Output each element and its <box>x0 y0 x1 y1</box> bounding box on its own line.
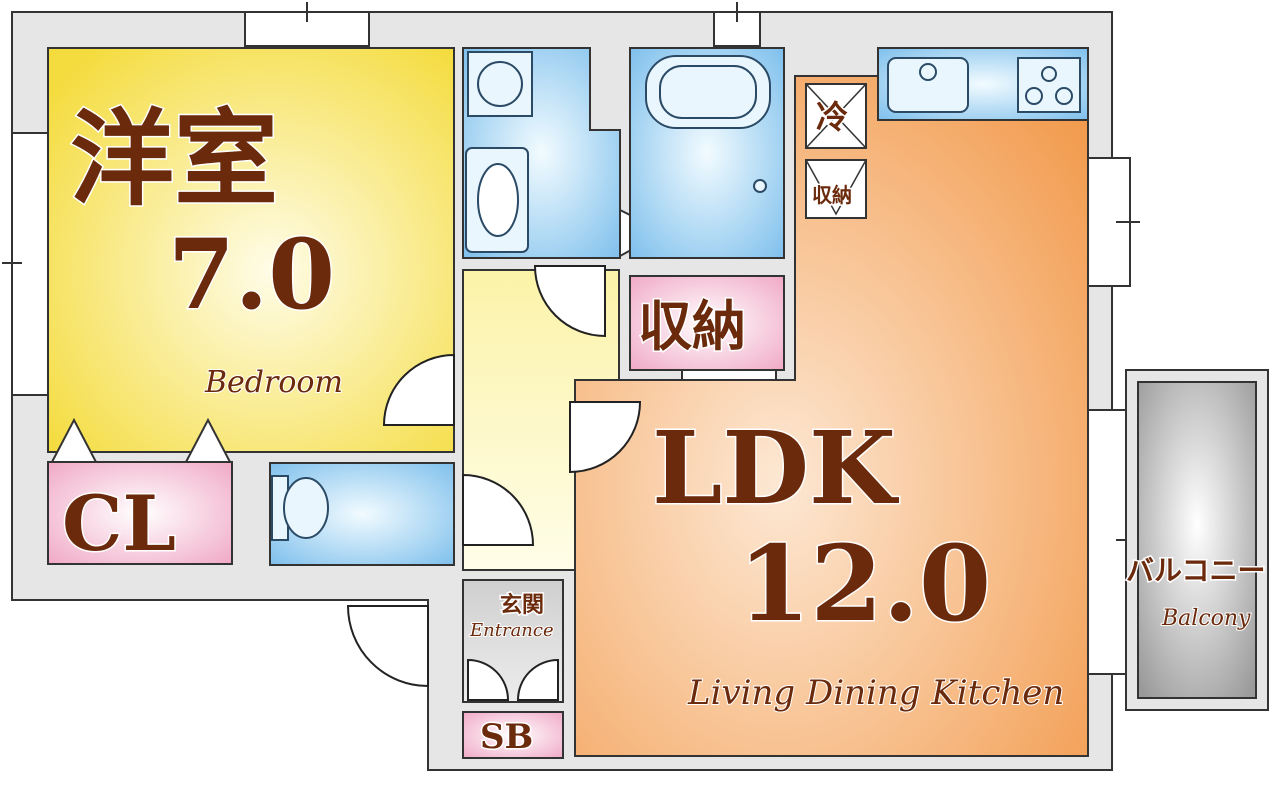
toilet-room <box>269 462 535 566</box>
fridge-label: 冷 <box>816 98 848 136</box>
front-door <box>346 605 429 688</box>
entrance-en-label: Entrance <box>469 620 554 641</box>
washroom-door <box>533 265 606 338</box>
shoe-box: SB <box>462 711 564 759</box>
kitchen-sink-icon <box>887 57 969 113</box>
bedroom-door <box>382 353 455 426</box>
entrance: 玄関 Entrance <box>462 579 564 703</box>
bedroom: 洋室 7.0 Bedroom <box>47 47 455 453</box>
ldk-en-label: Living Dining Kitchen <box>687 673 1064 713</box>
closet: CL <box>47 417 233 570</box>
kitchen-storage: 収納 <box>805 159 867 219</box>
ldk-label: LDK <box>652 409 899 527</box>
balcony-en-label: Balcony <box>1161 606 1251 631</box>
ldk: LDK 12.0 Living Dining Kitchen <box>574 75 1089 757</box>
entrance-jp-label: 玄関 <box>500 592 544 618</box>
kitchen-storage-label: 収納 <box>812 183 852 207</box>
shoe-box-label: SB <box>480 717 533 757</box>
toilet-icon <box>283 477 329 539</box>
bedroom-size-label: 7.0 <box>168 218 335 331</box>
ldk-size-label: 12.0 <box>738 522 991 645</box>
bathroom <box>629 47 785 259</box>
shower-icon <box>753 179 767 193</box>
bedroom-en-label: Bedroom <box>204 365 343 400</box>
ldk-door <box>569 401 642 474</box>
storage-label: 収納 <box>638 294 746 358</box>
bedroom-jp-label: 洋室 <box>70 97 278 220</box>
closet-label: CL <box>62 479 176 568</box>
kitchen-counter <box>877 47 1089 121</box>
balcony-jp-label: バルコニー <box>1126 554 1265 587</box>
balcony: バルコニー Balcony <box>1125 369 1269 711</box>
fridge-space: 冷 <box>805 83 867 149</box>
